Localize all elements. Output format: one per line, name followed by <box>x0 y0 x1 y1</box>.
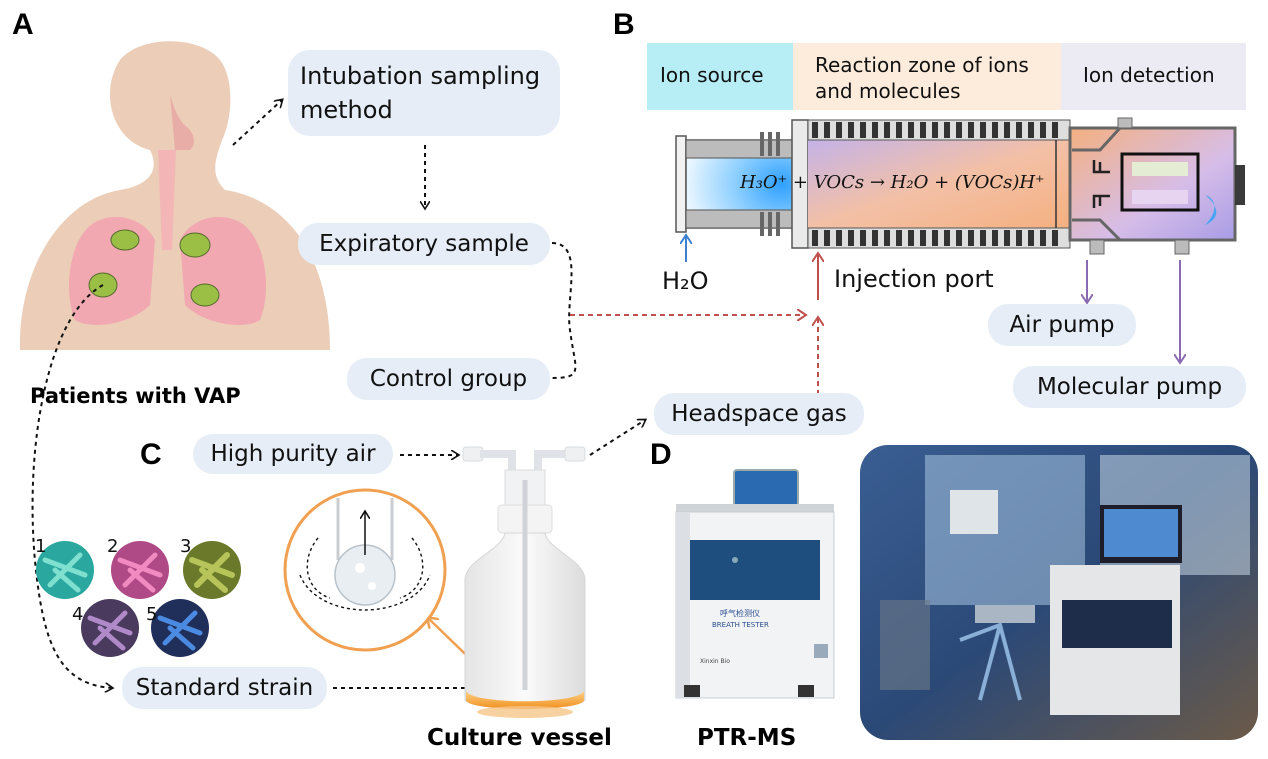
strain-number-5: 5 <box>146 604 158 625</box>
strain-number-1: 1 <box>35 536 47 557</box>
reaction-zone-header <box>793 43 1061 110</box>
strain-number-4: 4 <box>72 604 84 625</box>
ptr-ms-device: Xinxin Bio <box>675 469 835 699</box>
hospital-photo <box>860 445 1258 740</box>
injection-port-label: Injection port <box>834 265 994 293</box>
culture-vessel-illustration <box>462 446 586 718</box>
reaction-equation: H₃O⁺ + VOCs → H₂O + (VOCs)H⁺ <box>740 172 1045 193</box>
device-text-cn: 呼气检测仪 <box>720 609 760 618</box>
ion-source-header <box>647 43 793 110</box>
zoom-bubble <box>283 488 447 652</box>
ion-detection-chamber <box>1068 117 1245 255</box>
arrow-to-intubation <box>232 100 282 146</box>
bracket-samples <box>551 242 577 379</box>
control-group-pill: Control group <box>347 358 550 400</box>
ion-source-chamber <box>675 132 793 236</box>
ion-detection-label: Ion detection <box>1083 63 1215 87</box>
intubation-pill: Intubation sampling method <box>288 50 560 136</box>
culture-vessel-label: Culture vessel <box>427 725 612 751</box>
high-purity-air-pill: High purity air <box>193 434 393 474</box>
panel-letter-a: A <box>12 8 34 41</box>
svg-text:Xinxin Bio: Xinxin Bio <box>700 658 730 665</box>
reaction-zone-label: Reaction zone of ions and molecules <box>815 52 1029 104</box>
reaction-zone-line1: Reaction zone of ions <box>815 53 1029 77</box>
panel-letter-c: C <box>140 438 162 471</box>
intubation-line1: Intubation sampling <box>300 62 541 90</box>
molecular-pump-pill: Molecular pump <box>1013 366 1246 408</box>
arrow-vessel-to-headspace <box>589 420 645 456</box>
water-label: H₂O <box>662 267 709 295</box>
ion-source-label: Ion source <box>660 63 764 87</box>
strain-number-2: 2 <box>107 536 119 557</box>
headspace-gas-pill: Headspace gas <box>654 393 864 435</box>
panel-letter-d: D <box>650 438 672 471</box>
bacteria-circles <box>36 541 241 657</box>
patient-label: Patients with VAP <box>30 384 241 408</box>
panel-letter-b: B <box>613 8 635 41</box>
strain-number-3: 3 <box>180 536 192 557</box>
ion-detection-header <box>1061 43 1246 110</box>
air-pump-pill: Air pump <box>988 304 1136 346</box>
expiratory-pill: Expiratory sample <box>298 223 550 265</box>
device-text-en: BREATH TESTER <box>712 621 769 629</box>
reaction-drift-tube <box>791 119 1071 249</box>
reaction-zone-line2: and molecules <box>815 79 961 103</box>
intubation-line2: method <box>300 96 393 124</box>
standard-strain-pill: Standard strain <box>122 667 327 709</box>
ptr-ms-label: PTR-MS <box>697 725 797 751</box>
patient-illustration <box>19 41 330 350</box>
